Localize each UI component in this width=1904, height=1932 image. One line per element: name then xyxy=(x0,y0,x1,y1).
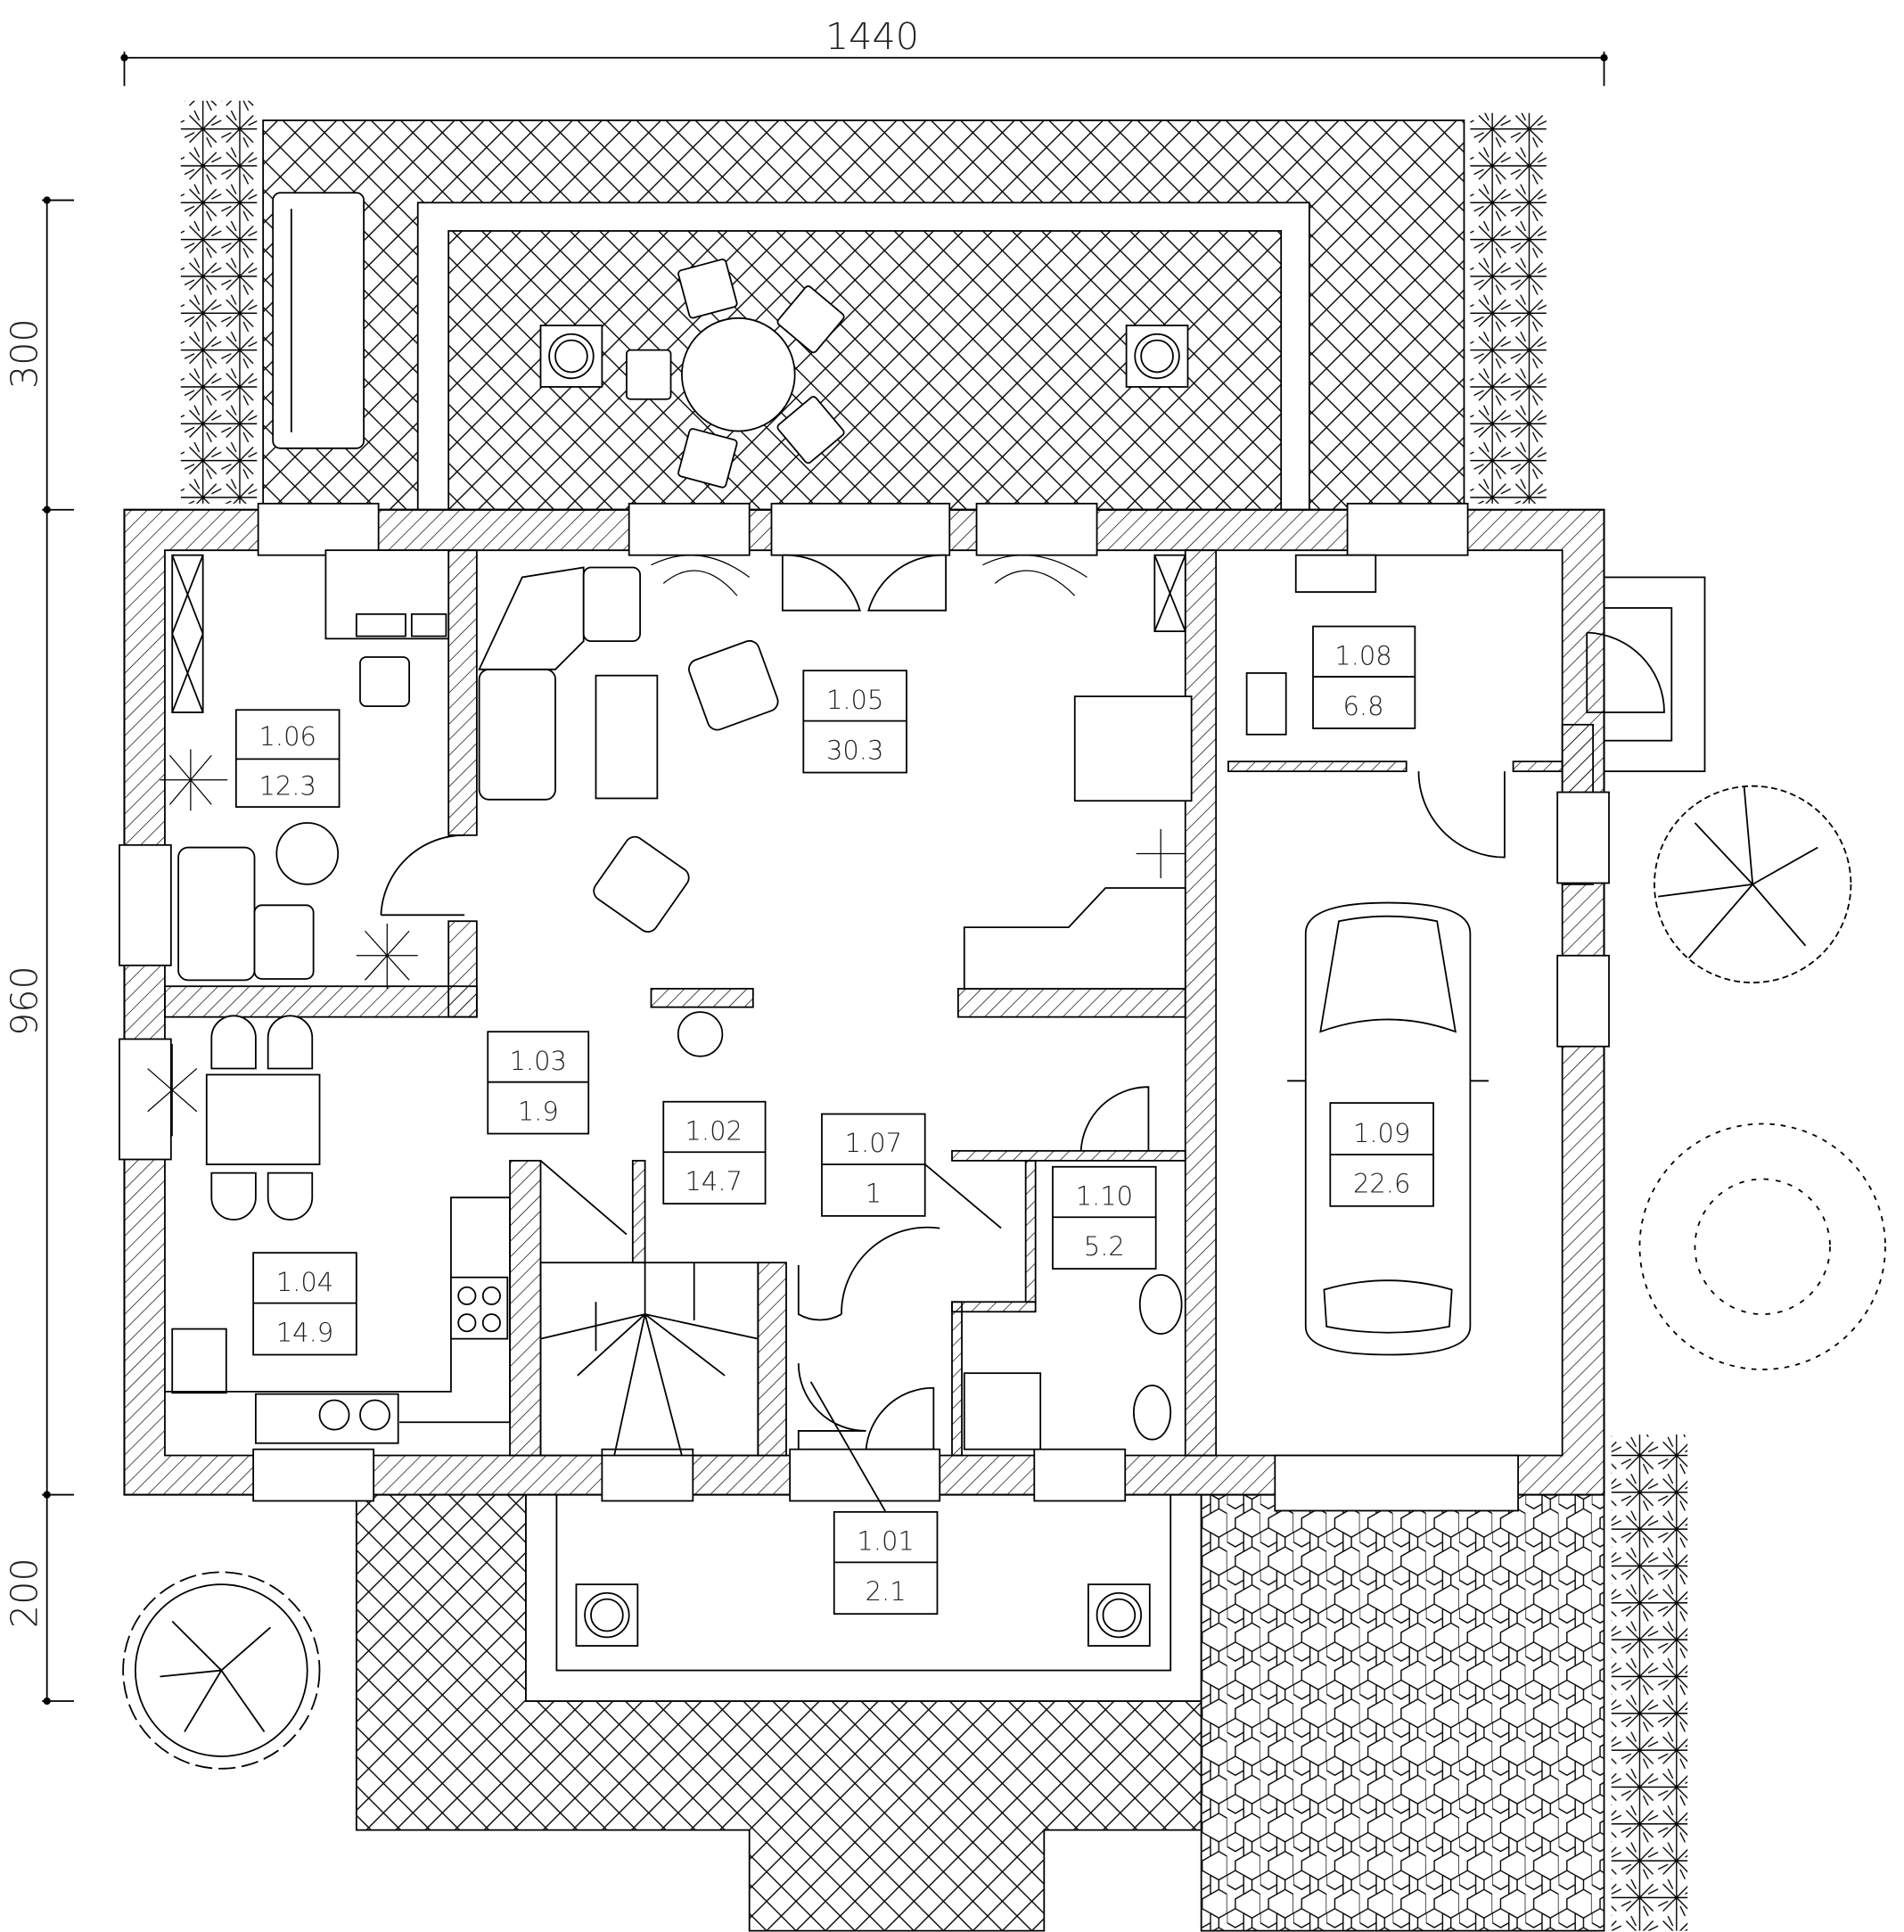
dimension-lines xyxy=(42,51,1608,1706)
hedge-left xyxy=(180,100,258,504)
chair xyxy=(677,259,738,319)
dimension-porch-depth: 200 xyxy=(4,1558,46,1628)
room-number: 1.06 xyxy=(259,721,316,752)
chair xyxy=(626,349,672,400)
furniture xyxy=(164,549,1377,1451)
room-1-09: 1.09 22.6 xyxy=(1329,1102,1434,1207)
room-1-03: 1.03 1.9 xyxy=(487,1031,590,1135)
staircase xyxy=(539,1160,759,1457)
house-walls xyxy=(119,502,1706,1512)
room-area: 2.1 xyxy=(866,1576,907,1607)
room-1-05: 1.05 30.3 xyxy=(802,670,907,774)
rear-terrace xyxy=(262,119,1465,511)
dimension-house-depth: 960 xyxy=(4,966,46,1036)
armchair xyxy=(593,835,690,933)
room-labels: 1.01 2.1 1.02 14.7 1.03 1.9 1.04 14.9 1.… xyxy=(234,625,1434,1615)
chair xyxy=(776,285,845,354)
room-1-04: 1.04 14.9 xyxy=(252,1252,357,1356)
room-number: 1.09 xyxy=(1353,1118,1410,1148)
room-number: 1.05 xyxy=(826,685,883,715)
room-area: 1.9 xyxy=(518,1096,559,1126)
room-area: 5.2 xyxy=(1084,1231,1125,1262)
room-area: 22.6 xyxy=(1353,1169,1410,1199)
room-number: 1.03 xyxy=(510,1046,567,1076)
windows xyxy=(119,502,1610,1512)
room-1-01: 1.01 2.1 xyxy=(809,1381,939,1615)
room-1-08: 1.08 6.8 xyxy=(1312,625,1416,729)
room-area: 12.3 xyxy=(259,770,316,801)
dimension-terrace-depth: 300 xyxy=(4,318,46,389)
tree-symbols xyxy=(122,785,1886,1770)
room-1-10: 1.10 5.2 xyxy=(1052,1165,1157,1270)
hedge-bottom-right xyxy=(1611,1435,1688,1931)
room-area: 14.7 xyxy=(685,1166,743,1196)
room-1-02: 1.02 14.7 xyxy=(662,1100,767,1204)
driveway-paving xyxy=(1200,1493,1605,1932)
armchair xyxy=(688,639,779,731)
dining-table xyxy=(205,1073,321,1165)
room-number: 1.04 xyxy=(276,1267,333,1297)
room-area: 1 xyxy=(866,1179,882,1209)
room-1-06: 1.06 12.3 xyxy=(234,709,341,808)
chair xyxy=(677,428,738,489)
room-area: 6.8 xyxy=(1343,691,1384,721)
plant-symbols xyxy=(147,555,1186,1137)
sofa xyxy=(478,668,556,801)
room-number: 1.01 xyxy=(857,1526,914,1557)
bench xyxy=(272,192,365,449)
room-1-07: 1.07 1 xyxy=(821,1113,1002,1229)
dimension-overall-width: 1440 xyxy=(825,15,919,58)
hedge-right xyxy=(1470,112,1547,504)
room-area: 30.3 xyxy=(826,735,883,765)
room-number: 1.07 xyxy=(845,1128,902,1158)
room-number: 1.08 xyxy=(1334,640,1391,670)
round-table xyxy=(681,317,796,432)
doors xyxy=(380,554,1706,1451)
room-area: 14.9 xyxy=(276,1317,333,1347)
chair xyxy=(776,396,845,465)
room-number: 1.10 xyxy=(1076,1180,1133,1211)
front-porch xyxy=(355,1493,1202,1932)
room-number: 1.02 xyxy=(685,1115,743,1146)
